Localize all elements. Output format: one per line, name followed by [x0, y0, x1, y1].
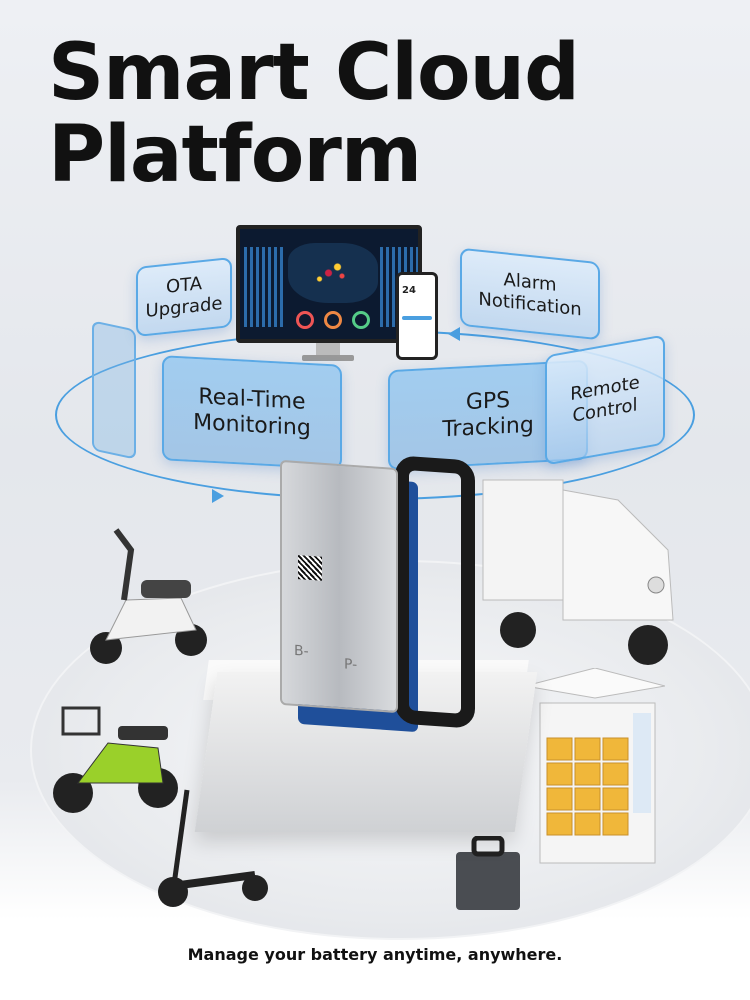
title-line-2: Platform: [48, 110, 422, 200]
feature-card-realtime: Real-Time Monitoring: [162, 355, 342, 470]
feature-label-gps: GPS Tracking: [442, 387, 534, 443]
feature-card-alarm: Alarm Notification: [460, 247, 600, 341]
bms-label-p: P-: [344, 656, 358, 674]
monitor-stand-base: [302, 355, 354, 361]
feature-label-ota: OTA Upgrade: [145, 273, 223, 323]
phone-progress-bar: [402, 316, 432, 320]
battery-pack-icon: [456, 836, 520, 910]
feature-label-alarm: Alarm Notification: [478, 269, 582, 321]
dashboard-monitor-icon: [236, 225, 422, 343]
bms-board-icon: B- P-: [280, 459, 398, 714]
dashboard-map: [288, 243, 378, 303]
cargo-tricycle-icon: [482, 479, 674, 665]
dashboard-gauge: [324, 311, 342, 329]
feature-card-remote: Remote Control: [545, 334, 665, 466]
feature-card-ota: OTA Upgrade: [136, 256, 232, 338]
page-title: Smart Cloud Platform: [48, 28, 580, 200]
dashboard-gauge: [296, 311, 314, 329]
title-line-1: Smart Cloud: [48, 28, 580, 118]
dashboard-bar-chart-left: [244, 247, 284, 327]
tagline: Manage your battery anytime, anywhere.: [187, 945, 563, 964]
orbit-arrow-left: [212, 489, 224, 503]
motorcycle-icon: [53, 706, 178, 813]
monitor-stand: [316, 343, 340, 357]
power-cable: [395, 455, 475, 729]
feature-label-realtime: Real-Time Monitoring: [193, 383, 311, 441]
qr-code-icon: [298, 555, 322, 581]
orbit-arrow-right: [448, 327, 460, 341]
battery-swap-cabinet-icon: [525, 668, 665, 864]
kick-scooter-icon: [158, 789, 268, 907]
e-scooter-icon: [90, 528, 207, 664]
phone-battery-number: 24: [402, 285, 416, 296]
dashboard-gauge: [352, 311, 370, 329]
glass-panel-left: [92, 320, 136, 460]
feature-label-remote: Remote Control: [570, 371, 640, 427]
bms-label-b: B-: [294, 642, 309, 660]
smartphone-icon: 24: [396, 272, 438, 360]
